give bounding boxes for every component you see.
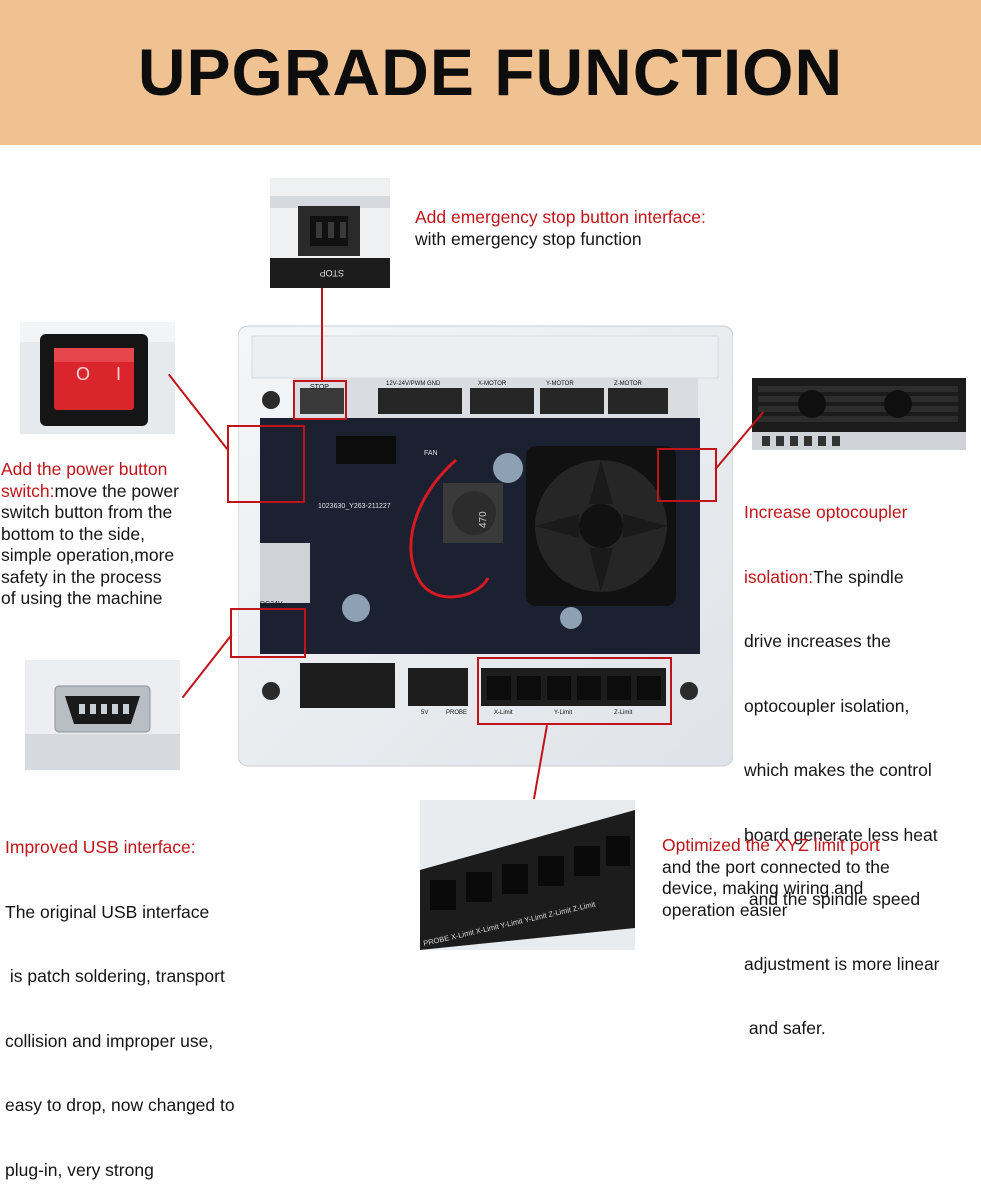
opto-callout: Increase optocoupler isolation:The spind…: [744, 459, 981, 1061]
power-switch-inset-photo: [20, 322, 175, 434]
optocoupler-inset-photo: [752, 378, 966, 450]
page-title: UPGRADE FUNCTION: [137, 35, 844, 109]
opto-callout-line: optocoupler isolation,: [744, 695, 910, 716]
usb-callout-line: easy to drop, now changed to: [5, 1095, 235, 1115]
usb-callout-line: collision and improper use,: [5, 1030, 214, 1051]
limit-callout-line: and the port connected to the: [662, 856, 890, 877]
board-5v-label: 5V: [421, 710, 428, 716]
board-fan-label: FAN: [424, 450, 438, 457]
usb-callout: Improved USB interface: The original USB…: [5, 794, 305, 1203]
opto-callout-line: adjustment is more linear: [744, 953, 940, 974]
usb-connector-line: [181, 634, 233, 699]
opto-callout-title-1: Increase optocoupler: [744, 502, 908, 522]
power-callout-line: switch button from the: [1, 502, 173, 522]
estop-port-highlight: [293, 380, 347, 420]
estop-callout: Add emergency stop button interface: wit…: [415, 207, 835, 250]
board-chip-code: 1023630_Y263-211227: [318, 503, 391, 510]
power-callout: Add the power button switch:move the pow…: [1, 459, 226, 610]
limit-callout-line: operation easier: [662, 899, 788, 920]
screw-icon: [262, 391, 280, 409]
switch-off-symbol: O: [76, 364, 91, 384]
usb-inset-photo: [25, 660, 180, 770]
power-callout-line: safety in the process: [1, 566, 162, 587]
opto-callout-line: drive increases the: [744, 631, 891, 651]
power-callout-line: simple operation,more: [1, 545, 175, 565]
power-callout-title-2: switch:: [1, 480, 55, 501]
screw-icon: [680, 682, 698, 700]
board-ylimit-label: Y-Limit: [554, 710, 572, 716]
opto-callout-line: which makes the control: [744, 760, 932, 780]
opto-callout-line-1: isolation:The spindle: [744, 567, 981, 589]
estop-callout-body: with emergency stop function: [415, 228, 642, 249]
opto-callout-line: board generate less heat: [744, 824, 938, 845]
power-callout-line-1: switch:move the power: [1, 481, 226, 503]
usb-port-highlight: [230, 608, 306, 658]
header-banner: UPGRADE FUNCTION: [0, 0, 981, 145]
estop-inset-photo: STOP: [270, 178, 390, 288]
board-zlimit-label: Z-Limit: [614, 710, 633, 716]
board-y-motor-label: Y-MOTOR: [546, 381, 574, 387]
power-callout-title-1: Add the power button: [1, 459, 168, 479]
limit-port-inset-photo: PROBE X-Limit X-Limit Y-Limit Y-Limit Z-…: [420, 800, 635, 950]
power-callout-line: of using the machine: [1, 588, 163, 608]
limit-callout: Optimized the XYZ limit port and the por…: [662, 835, 977, 921]
power-connector-line: [168, 373, 229, 450]
usb-callout-line: is patch soldering, transport: [5, 966, 225, 986]
power-callout-line: bottom to the side,: [1, 523, 145, 544]
board-z-motor-label: Z-MOTOR: [614, 381, 643, 387]
usb-callout-line: plug-in, very strong: [5, 1159, 154, 1180]
limit-callout-title: Optimized the XYZ limit port: [662, 835, 880, 855]
usb-callout-title: Improved USB interface:: [5, 837, 196, 857]
limit-port-highlight: [477, 657, 672, 725]
board-xlimit-label: X-Limit: [494, 710, 513, 716]
board-power-label: 12V-24V/PWM GND: [386, 381, 441, 387]
opto-callout-line: and the spindle speed: [744, 889, 921, 909]
power-callout-line-1-rest: move the power: [54, 480, 179, 501]
estop-inset-label: STOP: [320, 268, 344, 278]
limit-callout-line: device, making wiring and: [662, 878, 864, 898]
controller-board-photo: STOP 12V-24V/PWM GND X-MOTOR Y-MOTOR Z-M…: [238, 318, 733, 773]
usb-callout-line: The original USB interface: [5, 901, 210, 922]
board-inductor-code: 470: [478, 511, 489, 528]
estop-callout-title: Add emergency stop button interface:: [415, 207, 706, 227]
screw-icon: [262, 682, 280, 700]
board-probe-label: PROBE: [446, 710, 467, 716]
opto-callout-title-2: isolation:: [744, 566, 814, 587]
opto-callout-line: and safer.: [744, 1018, 826, 1038]
switch-on-symbol: I: [116, 364, 122, 384]
estop-connector-line: [321, 288, 323, 382]
power-switch-highlight: [227, 425, 305, 503]
opto-callout-line-1-rest: The spindle: [813, 566, 904, 587]
board-dc-label: DC24V: [260, 601, 283, 608]
board-stop-label: STOP: [310, 384, 329, 391]
board-x-motor-label: X-MOTOR: [478, 381, 507, 387]
optocoupler-highlight: [657, 448, 717, 502]
